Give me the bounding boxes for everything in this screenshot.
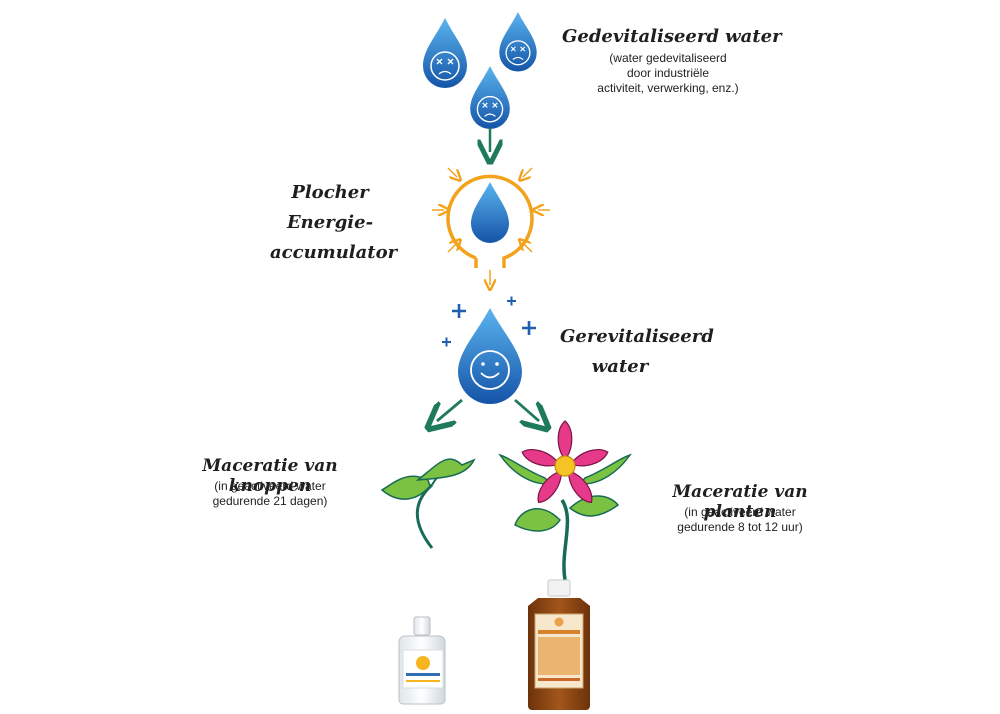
happy-drop-icon — [458, 308, 522, 404]
accumulator-label-line-3: accumulator — [270, 242, 398, 263]
buds-maceration-description: (in geactiveerd water gedurende 21 dagen… — [185, 479, 355, 509]
plants-maceration-description: (in geactiveerd water gedurende 8 tot 12… — [655, 505, 825, 535]
accumulator-label-line-1: Plocher — [291, 182, 369, 203]
flow-arrow-left — [437, 398, 463, 421]
plants-maceration-title: Maceratie van planten — [672, 482, 808, 522]
devitalized-desc-line-1: (water gedevitaliseerd — [609, 51, 727, 65]
devitalized-desc-line-3: activiteit, verwerking, enz.) — [597, 81, 739, 95]
revitalized-label-line-2: water — [591, 356, 649, 377]
buds-desc-line-1: (in geactiveerd water — [214, 479, 326, 493]
sad-drop-icon — [423, 18, 467, 88]
revitalized-label-line-1: Gerevitaliseerd — [560, 326, 714, 347]
accumulator-label-line-2: Energie- — [286, 212, 374, 233]
flow-arrow-right — [514, 398, 539, 421]
plants-desc-line-2: gedurende 8 tot 12 uur) — [677, 520, 803, 534]
devitalized-desc-line-2: door industriële — [626, 66, 710, 80]
devitalized-water-title: Gedevitaliseerd water — [562, 26, 782, 47]
sad-drop-icon — [499, 12, 537, 72]
sad-drop-icon — [470, 66, 510, 129]
plus-icon — [442, 296, 536, 347]
sprout-icon — [380, 458, 476, 549]
buds-desc-line-2: gedurende 21 dagen) — [212, 494, 328, 508]
flower-icon — [498, 420, 632, 581]
devitalized-water-description: (water gedevitaliseerd door industriële … — [578, 51, 758, 96]
dropper-bottle-image — [398, 616, 446, 705]
revitalized-water-label: Gerevitaliseerd water — [560, 322, 714, 382]
energy-accumulator-icon — [432, 167, 550, 285]
accumulator-label: Plocher Energie- accumulator — [270, 178, 398, 268]
buds-maceration-title: Maceratie van knoppen — [202, 456, 338, 496]
plants-desc-line-1: (in geactiveerd water — [684, 505, 796, 519]
amber-bottle-image — [528, 579, 590, 710]
